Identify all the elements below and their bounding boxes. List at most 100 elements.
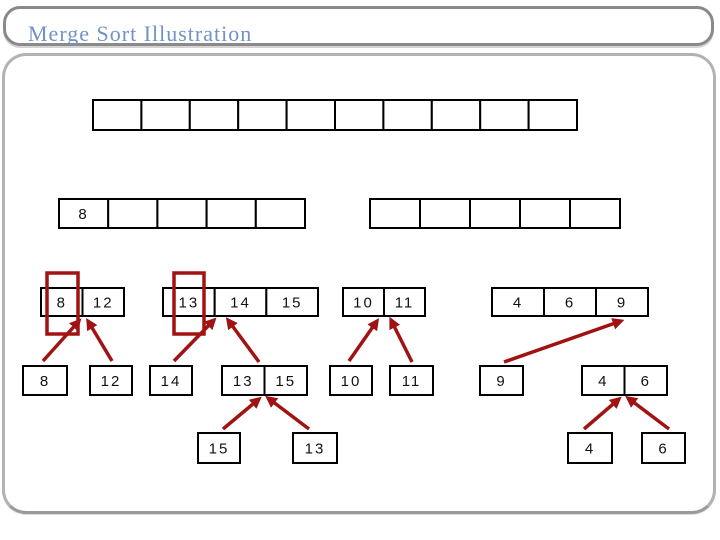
cell-value: 9 xyxy=(496,373,506,390)
cell-value: 13 xyxy=(233,373,254,390)
array-cell xyxy=(334,99,385,131)
array-leaf-8: 8 xyxy=(22,365,68,396)
highlight-cell-13 xyxy=(172,271,206,336)
array-cell xyxy=(369,198,421,229)
cell-value: 8 xyxy=(78,206,88,223)
array-merged-13-14-15: 13 14 15 xyxy=(162,287,320,317)
cell-value: 15 xyxy=(275,373,296,390)
cell-value: 8 xyxy=(57,295,67,312)
cell-value: 11 xyxy=(402,373,422,390)
array-cell xyxy=(595,287,649,317)
array-cell xyxy=(519,198,571,229)
array-cell xyxy=(254,198,307,229)
merge-arrow-leaf-4-to-pair-4-6 xyxy=(582,396,622,431)
cell-value: 4 xyxy=(513,295,523,312)
array-leaf-10: 10 xyxy=(329,365,373,396)
array-leaf-13: 13 xyxy=(292,432,338,464)
array-left-half: 8 xyxy=(58,198,307,229)
array-cell xyxy=(263,365,308,396)
cell-value: 12 xyxy=(101,373,122,390)
page-title: Merge Sort Illustration xyxy=(28,21,253,46)
array-cell xyxy=(265,287,320,317)
array-cell xyxy=(92,99,143,131)
array-leaf-12: 12 xyxy=(89,365,133,396)
array-leaf-9: 9 xyxy=(479,365,524,396)
array-cell xyxy=(292,432,338,464)
array-cell xyxy=(156,198,208,229)
array-cell xyxy=(285,99,337,131)
array-cell xyxy=(543,287,597,317)
slide-title-bar: Merge Sort Illustration xyxy=(3,6,714,46)
cell-value: 10 xyxy=(353,295,374,312)
cell-value: 14 xyxy=(230,295,251,312)
array-cell xyxy=(383,287,426,317)
array-merged-10-11: 10 11 xyxy=(342,287,426,317)
array-cell xyxy=(140,99,191,131)
array-merged-4-6-9: 4 6 9 xyxy=(491,287,649,317)
cell-value: 14 xyxy=(161,373,182,390)
array-cell xyxy=(81,287,125,317)
array-leaf-11: 11 xyxy=(389,365,434,396)
array-cell xyxy=(188,99,240,131)
merge-arrow-leaf-14-to-merged-13-14-15 xyxy=(172,317,217,363)
array-cell xyxy=(491,287,545,317)
cell-value: 6 xyxy=(658,441,668,458)
array-cell xyxy=(58,198,110,229)
merge-arrow-leaf-12-to-merged-8-12 xyxy=(86,317,114,362)
merge-arrow-leaf-8-to-merged-8-12 xyxy=(41,318,82,363)
array-cell xyxy=(162,287,216,317)
cell-value: 12 xyxy=(93,295,114,312)
array-cell xyxy=(205,198,257,229)
array-cell xyxy=(89,365,133,396)
cell-value: 9 xyxy=(617,295,627,312)
array-cell xyxy=(567,432,613,464)
array-cell xyxy=(527,99,578,131)
cell-value: 8 xyxy=(40,373,50,390)
cell-value: 13 xyxy=(305,441,326,458)
cell-value: 6 xyxy=(565,295,575,312)
array-cell xyxy=(469,198,521,229)
cell-value: 4 xyxy=(585,441,595,458)
cell-value: 15 xyxy=(282,295,303,312)
array-cell xyxy=(197,432,241,464)
array-cell xyxy=(382,99,433,131)
cell-value: 15 xyxy=(209,441,230,458)
array-cell xyxy=(430,99,482,131)
array-pair-13-15: 13 15 xyxy=(221,365,308,396)
merge-arrow-leaf-13-to-pair-13-15 xyxy=(265,395,311,431)
merge-arrow-leaf-6-to-pair-4-6 xyxy=(625,395,671,431)
array-right-half xyxy=(369,198,621,229)
array-cell xyxy=(149,365,193,396)
array-leaf-15: 15 xyxy=(197,432,241,464)
array-leaf-14: 14 xyxy=(149,365,193,396)
cell-value: 13 xyxy=(178,295,199,312)
highlight-cell-8 xyxy=(45,271,80,336)
array-cell xyxy=(623,365,668,396)
array-merged-8-12: 8 12 xyxy=(40,287,125,317)
cell-value: 4 xyxy=(598,373,608,390)
merge-arrow-leaf-9-to-merged-4-6-9 xyxy=(503,318,625,364)
merge-arrow-leaf-15-to-pair-13-15 xyxy=(221,396,262,431)
array-cell xyxy=(581,365,626,396)
array-cell xyxy=(107,198,159,229)
cell-value: 11 xyxy=(395,295,415,312)
merge-arrow-leaf-10-to-merged-10-11 xyxy=(347,318,380,363)
array-cell xyxy=(389,365,434,396)
array-cell xyxy=(569,198,621,229)
array-cell xyxy=(479,99,530,131)
array-root-empty xyxy=(92,99,578,131)
array-cell xyxy=(221,365,266,396)
array-cell xyxy=(329,365,373,396)
array-cell xyxy=(641,432,686,464)
array-cell xyxy=(479,365,524,396)
array-cell xyxy=(237,99,288,131)
merge-arrow-leaf-11-to-merged-10-11 xyxy=(389,316,414,363)
array-leaf-6: 6 xyxy=(641,432,686,464)
cell-value: 6 xyxy=(641,373,651,390)
merge-arrow-pair-13-15-to-merged-13-14-15 xyxy=(225,317,261,364)
cell-value: 10 xyxy=(341,373,362,390)
array-cell xyxy=(22,365,68,396)
